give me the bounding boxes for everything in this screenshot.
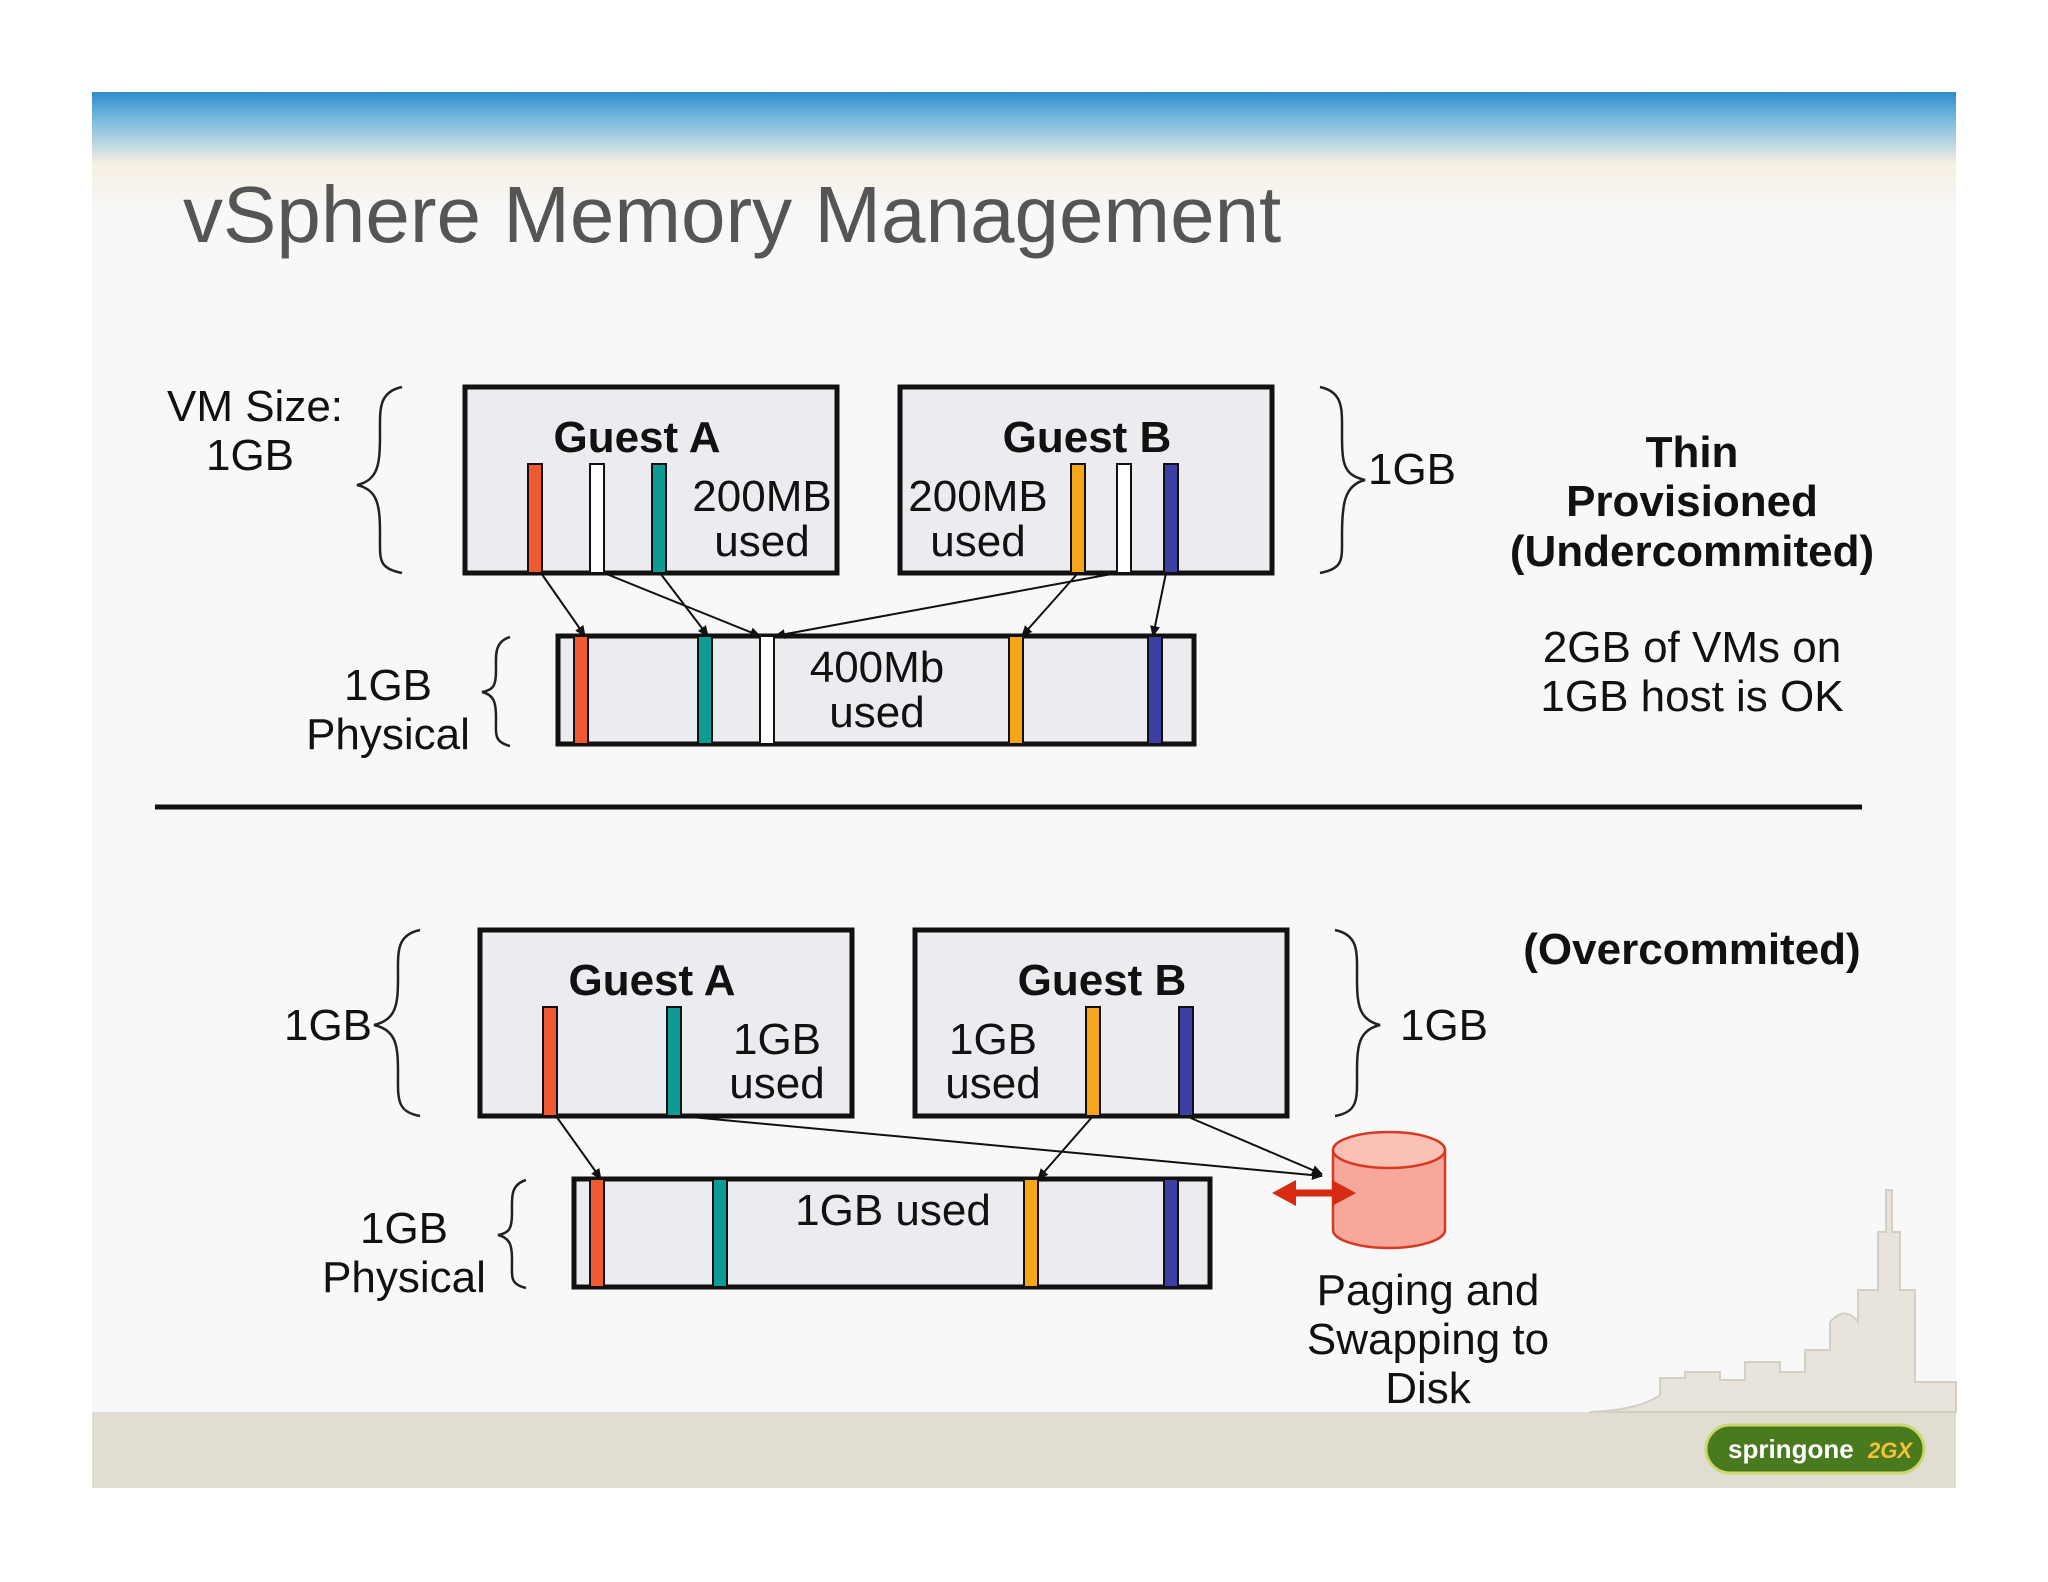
footer-band [92, 1412, 1956, 1488]
memory-block-white [589, 463, 605, 574]
memory-block-red [542, 1006, 558, 1117]
vm-size-label: VM Size: [167, 382, 343, 431]
logo-badge: 2GX [1867, 1438, 1913, 1463]
overcommit-heading: (Overcommited) [1523, 925, 1860, 974]
memory-block-orange [1023, 1178, 1039, 1288]
mapping-arrow [1185, 1115, 1323, 1175]
thin-heading-line3: (Undercommited) [1510, 527, 1874, 576]
physical-size: 1GB [344, 661, 432, 710]
memory-block-white [1116, 463, 1132, 574]
physical-memory-bar: 1GB used [571, 1176, 1213, 1290]
guest-b-title: Guest B [1018, 956, 1187, 1005]
guest-a-used-amount: 1GB [733, 1015, 821, 1064]
springone-logo: springone 2GX [1704, 1423, 1926, 1475]
memory-block-red [527, 463, 543, 574]
guest-a-used-label: used [714, 517, 809, 566]
guest-b-used-amount: 200MB [908, 472, 1047, 521]
memory-block-teal [651, 463, 667, 574]
mapping-arrow [555, 1115, 602, 1180]
memory-block-teal [666, 1006, 682, 1117]
bottom-section: 1GB Guest A 1GB used Guest B 1GB used 1G… [284, 925, 1861, 1413]
physical-label: Physical [322, 1253, 486, 1302]
right-brace [1334, 928, 1381, 1118]
memory-block-orange [1008, 635, 1024, 745]
thin-note-line2: 1GB host is OK [1540, 672, 1843, 721]
disk-icon [1331, 1130, 1447, 1250]
guest-b-box: Guest B 200MB used [897, 384, 1275, 576]
mapping-arrow [1021, 572, 1079, 637]
guest-a-title: Guest A [553, 413, 720, 462]
top-section: VM Size: 1GB Guest A 200MB used Guest B … [167, 382, 1874, 759]
left-brace [373, 928, 421, 1118]
disk-caption-line3: Disk [1385, 1364, 1472, 1413]
header-bar [92, 92, 1956, 212]
mapping-arrow [774, 572, 1118, 640]
mapping-arrow [1037, 1115, 1094, 1180]
guest-a-title: Guest A [568, 956, 735, 1005]
memory-block-blue [1147, 635, 1163, 745]
memory-block-teal [697, 635, 713, 745]
guest-b-used-label: used [930, 517, 1025, 566]
disk-caption-line1: Paging and [1317, 1266, 1540, 1315]
guest-a-used-amount: 200MB [692, 472, 831, 521]
memory-block-white [759, 635, 775, 745]
memory-block-blue [1163, 1178, 1179, 1288]
memory-block-orange [1085, 1006, 1101, 1117]
guest-b-used-amount: 1GB [949, 1015, 1037, 1064]
memory-block-red [589, 1178, 605, 1288]
memory-block-blue [1163, 463, 1179, 574]
guest-a-box: Guest A 1GB used [477, 927, 855, 1119]
left-brace [356, 385, 403, 575]
physical-used-amount: 400Mb [810, 643, 945, 692]
guest-a-box: Guest A 200MB used [462, 384, 840, 576]
mapping-arrow [1150, 572, 1167, 637]
physical-memory-bar: 400Mb used [555, 633, 1197, 747]
guest-b-used-label: used [945, 1059, 1040, 1108]
memory-block-red [573, 635, 589, 745]
mapping-arrow [540, 572, 586, 637]
physical-used-label: used [829, 688, 924, 737]
skyline-graphic [1589, 1189, 1957, 1413]
physical-used-label: 1GB used [795, 1186, 991, 1235]
physical-size: 1GB [360, 1204, 448, 1253]
mapping-arrow [659, 572, 709, 637]
swap-arrow-icon [1272, 1180, 1356, 1206]
mapping-arrow [603, 572, 761, 637]
thin-heading-line1: Thin [1646, 428, 1739, 477]
physical-brace [481, 635, 511, 748]
thin-note-line1: 2GB of VMs on [1543, 623, 1841, 672]
page-title: vSphere Memory Management [183, 170, 1281, 259]
left-size-label: 1GB [284, 1001, 372, 1050]
guest-b-title: Guest B [1003, 413, 1172, 462]
physical-label: Physical [306, 710, 470, 759]
right-size-label: 1GB [1368, 445, 1456, 494]
right-size-label: 1GB [1400, 1001, 1488, 1050]
disk-caption-line2: Swapping to [1307, 1315, 1549, 1364]
vm-size-value: 1GB [206, 431, 294, 480]
guest-a-used-label: used [729, 1059, 824, 1108]
memory-block-blue [1178, 1006, 1194, 1117]
memory-block-teal [712, 1178, 728, 1288]
logo-text: springone [1728, 1434, 1854, 1464]
thin-heading-line2: Provisioned [1566, 477, 1818, 526]
guest-b-box: Guest B 1GB used [912, 927, 1290, 1119]
physical-brace [497, 1178, 527, 1290]
right-brace [1319, 385, 1366, 575]
memory-block-orange [1070, 463, 1086, 574]
mapping-arrow [679, 1115, 1323, 1181]
